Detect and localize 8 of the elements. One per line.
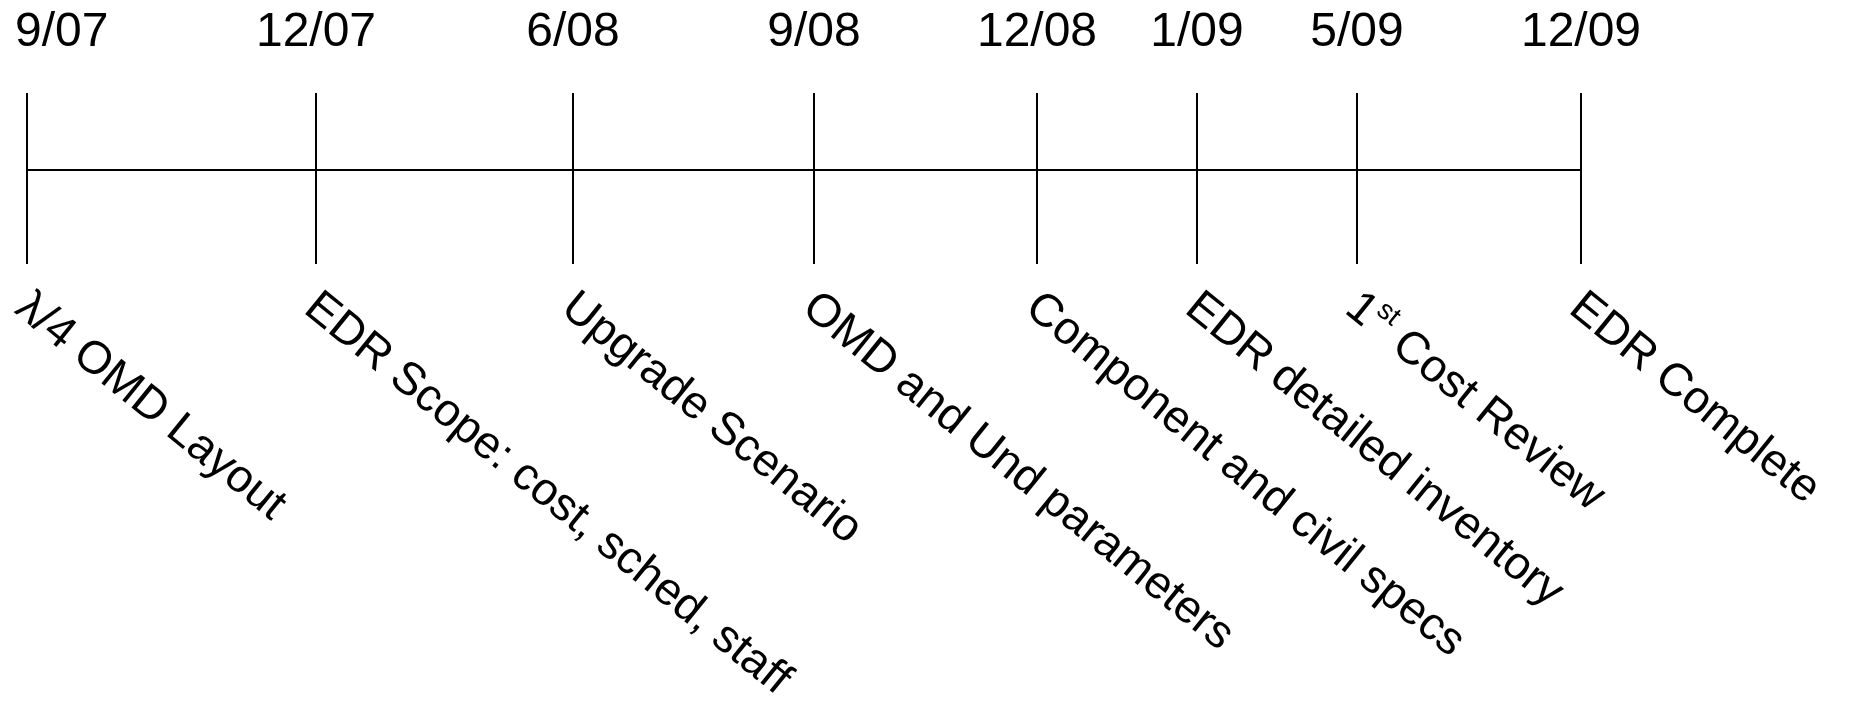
date-label: 12/08 [976, 6, 1098, 54]
date-label: 5/09 [1310, 6, 1404, 54]
date-label: 12/07 [255, 6, 377, 54]
date-label: 1/09 [1150, 6, 1244, 54]
date-label: 12/09 [1520, 6, 1642, 54]
date-label: 9/07 [15, 6, 109, 54]
date-label: 6/08 [526, 6, 620, 54]
date-label: 9/08 [767, 6, 861, 54]
